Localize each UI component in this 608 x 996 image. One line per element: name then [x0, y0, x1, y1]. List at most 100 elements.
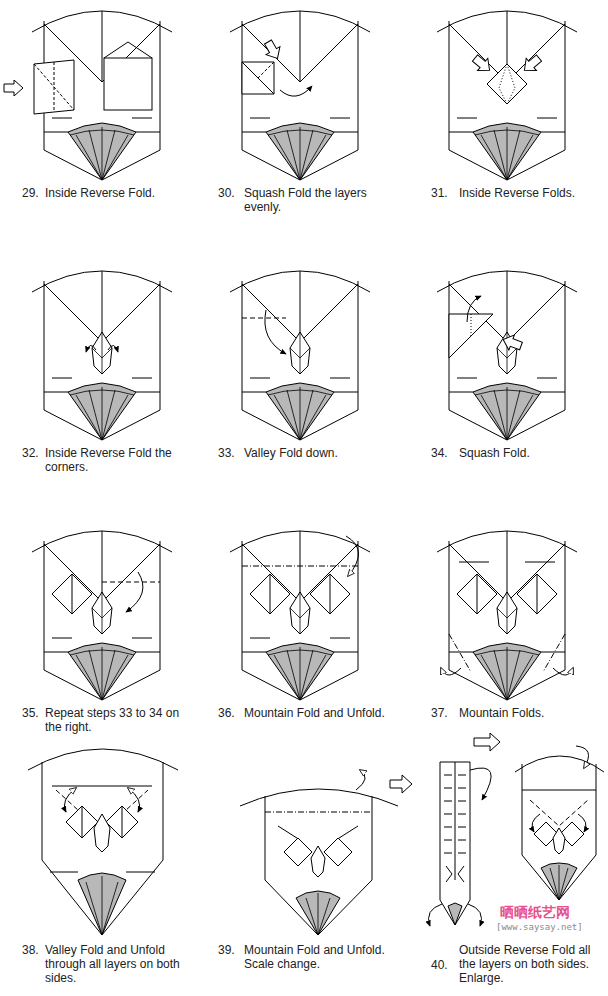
step-38-figure-part — [50, 872, 155, 873]
caption-text: Repeat steps 33 to 34 on the right. — [45, 706, 195, 734]
step-33-figure-part — [230, 271, 370, 440]
step-37-figure-part — [449, 634, 565, 672]
caption-text: Inside Reverse Fold the corners. — [45, 446, 195, 474]
step-39-figure-part — [265, 812, 372, 813]
step-40-figure-part — [429, 904, 443, 926]
step-32-figure-part — [92, 332, 112, 374]
step-36-figure-part — [250, 638, 350, 639]
step-number: 39. — [218, 943, 235, 957]
step-30-figure-part — [261, 38, 284, 62]
step-38-figure-part — [52, 786, 152, 787]
step-number: 35. — [22, 706, 39, 720]
step-31-figure-part — [487, 64, 527, 104]
step-number: 32. — [22, 446, 39, 460]
step-33-figure-part — [250, 378, 350, 379]
step-34-figure-part — [437, 271, 577, 440]
step-40-figure-part — [522, 790, 596, 791]
step-36-figure-part — [346, 536, 359, 576]
step-40-figure-part — [515, 756, 604, 772]
step-35-figure-part — [32, 531, 172, 700]
step-33-figure — [230, 271, 370, 440]
step-40-figure-part — [470, 768, 491, 800]
step-38-figure-part — [128, 788, 140, 812]
step-37-figure-part — [441, 668, 461, 675]
step-29-figure-part — [104, 42, 152, 58]
step-34-figure-part-part — [500, 332, 523, 354]
step-39-figure-part — [390, 775, 412, 793]
step-30-figure-part-part — [261, 38, 284, 62]
step-39-figure-part-part — [284, 838, 312, 866]
step-38-figure-part — [86, 876, 118, 935]
step-36-figure-part — [230, 531, 370, 700]
step-35-figure-part — [126, 572, 143, 612]
step-29-figure-part — [104, 58, 152, 110]
watermark-url: [www.saysay.net] — [496, 922, 583, 933]
step-39-figure-part — [296, 891, 340, 935]
step-35-figure-part — [92, 592, 112, 634]
step-40-figure — [429, 733, 605, 926]
step-32-figure-part — [52, 378, 152, 379]
step-40-figure-part — [455, 762, 456, 880]
step-31-figure-part-part — [470, 52, 495, 76]
step-39-figure-part — [311, 846, 325, 877]
step-number: 31. — [431, 186, 448, 200]
step-33-figure-part — [242, 318, 286, 319]
step-37-figure — [437, 531, 577, 700]
step-29-figure-part — [52, 118, 152, 119]
step-38-figure-part — [78, 873, 126, 935]
step-35-figure-part-part — [52, 574, 92, 614]
step-31-figure — [437, 11, 577, 180]
step-30-figure-part — [242, 62, 274, 94]
step-35-figure-part — [102, 582, 160, 583]
step-40-figure-part — [474, 733, 500, 751]
caption-text: Outside Reverse Fold all the layers on b… — [459, 943, 599, 985]
step-37-figure-part — [553, 668, 573, 675]
step-30-figure-part — [230, 11, 370, 180]
step-31-figure-part — [519, 52, 544, 76]
step-35-figure-part — [52, 574, 92, 614]
step-30-figure-part — [242, 62, 274, 94]
step-29-figure-part — [34, 62, 74, 112]
step-40-figure-part — [448, 903, 462, 925]
step-39-figure — [240, 770, 412, 935]
caption-text: Inside Reverse Folds. — [459, 186, 604, 200]
step-29-figure-part — [34, 60, 74, 114]
step-number: 34. — [431, 446, 448, 460]
step-40-figure-part — [550, 865, 568, 900]
step-37-figure-part — [437, 531, 577, 700]
step-38-figure — [28, 749, 178, 935]
caption-text: Mountain Folds. — [459, 706, 604, 720]
step-31-figure-part — [437, 11, 577, 180]
step-39-figure-part — [265, 796, 372, 935]
step-30-figure-part — [258, 62, 274, 78]
step-39-figure-part — [240, 789, 398, 806]
step-36-figure-part — [290, 592, 310, 634]
step-number: 30. — [218, 186, 235, 200]
step-32-figure-part — [86, 345, 96, 352]
step-31-figure-part — [470, 52, 495, 76]
step-32-figure-part — [32, 271, 172, 440]
step-37-figure-part — [497, 592, 517, 634]
step-32-figure-part — [108, 345, 118, 352]
caption-text: Squash Fold the layers evenly. — [244, 186, 394, 214]
step-number: 37. — [431, 706, 448, 720]
step-40-figure-part — [522, 764, 596, 900]
step-number: 38. — [22, 943, 39, 957]
step-35-figure — [32, 531, 172, 700]
step-36-figure-part — [242, 566, 358, 567]
step-33-figure-part — [290, 332, 310, 374]
step-34-figure-part — [449, 314, 493, 358]
step-40-figure-part — [440, 762, 470, 925]
step-39-figure-part-part — [324, 838, 352, 866]
caption-text: Valley Fold down. — [244, 446, 394, 460]
step-38-figure-part — [28, 749, 178, 770]
step-39-figure-part — [306, 893, 330, 935]
step-31-figure-part-part — [519, 52, 544, 76]
step-34-figure-part — [467, 296, 481, 322]
step-29-figure-part — [32, 11, 172, 180]
step-40-figure-part — [553, 828, 565, 854]
step-36-figure — [230, 531, 370, 700]
step-38-figure-part — [42, 762, 163, 935]
